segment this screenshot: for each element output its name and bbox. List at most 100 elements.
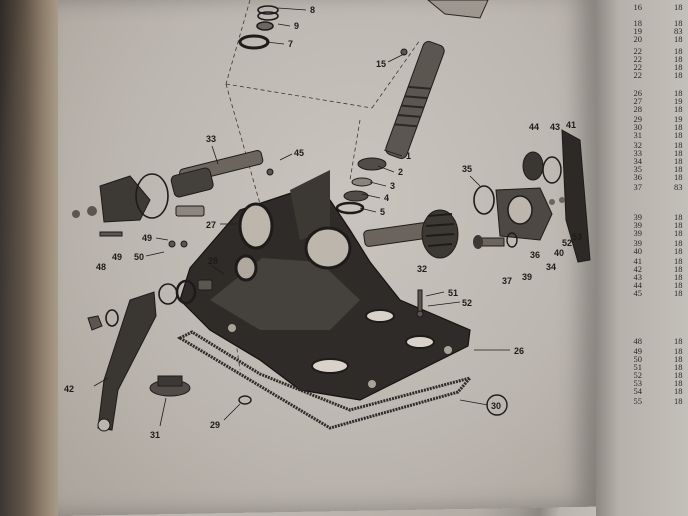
reference-part-prefix: 18 [674,220,683,230]
leader-lines [93,7,510,427]
reference-part-prefix: 18 [674,272,683,282]
reference-row: 22 18 [598,46,688,56]
reference-part-prefix: 18 [674,256,683,266]
reference-row: 49 18 [598,346,688,356]
callout-36: 36 [530,250,540,260]
reference-row: 27 19 [598,96,688,106]
filler-plug [149,375,252,405]
reference-part-prefix: 18 [674,104,683,114]
reference-number: 49 [633,346,643,356]
reference-row: 34 18 [598,156,688,166]
callout-labels: 8 9 7 15 1 2 3 4 5 33 45 35 44 43 41 27 … [64,5,582,440]
reference-part-prefix: 18 [674,336,683,346]
reference-row: 39 18 [598,238,688,248]
reference-number: 50 [633,354,643,364]
reference-row: 48 18 [598,336,688,346]
callout-7: 7 [288,39,293,49]
reference-part-prefix: 18 [674,148,683,158]
reference-part-prefix: 18 [674,386,683,396]
reference-number: 19 [633,26,643,36]
reference-number: 39 [633,238,643,248]
reference-part-prefix: 18 [674,264,683,274]
reference-part-prefix: 18 [674,172,683,182]
callout-32: 32 [417,264,427,274]
reference-part-prefix: 18 [674,396,683,406]
reference-number: 39 [633,220,643,230]
side-cover-assembly [473,129,591,263]
reference-number: 54 [633,386,643,396]
reference-part-prefix: 18 [674,156,683,166]
reference-part-prefix: 83 [674,26,683,36]
callout-37: 37 [502,276,512,286]
callout-44: 44 [529,122,539,132]
reference-part-prefix: 18 [674,34,683,44]
callout-9: 9 [294,21,299,31]
reference-part-prefix: 18 [674,164,683,174]
callout-28: 28 [208,256,218,266]
reference-part-prefix: 18 [674,2,683,12]
reference-number: 51 [633,362,643,372]
callout-29: 29 [210,420,220,430]
reference-part-prefix: 18 [674,46,683,56]
reference-part-prefix: 18 [674,54,683,64]
reference-part-prefix: 19 [674,96,683,106]
reference-part-prefix: 18 [674,130,683,140]
reference-number: 27 [633,96,643,106]
callout-53: 53 [572,232,582,242]
callout-1: 1 [406,151,411,161]
reference-part-prefix: 18 [674,18,683,28]
reference-part-prefix: 18 [674,212,683,222]
exploded-parts-diagram: 8 9 7 15 1 2 3 4 5 33 45 35 44 43 41 27 … [64,0,591,440]
callout-51: 51 [448,288,458,298]
reference-number: 40 [633,246,643,256]
reference-row: 40 18 [598,246,688,256]
reference-number: 26 [633,88,643,98]
reference-number: 22 [633,70,643,80]
callout-2: 2 [398,167,403,177]
reference-part-prefix: 18 [674,70,683,80]
reference-number: 30 [633,122,643,132]
callout-31: 31 [150,430,160,440]
callout-35: 35 [462,164,472,174]
reference-row: 39 18 [598,212,688,222]
input-shaft [170,150,264,217]
reference-number: 48 [633,336,643,346]
ring-stack-top [238,5,279,50]
callout-27: 27 [206,220,216,230]
reference-number: 52 [633,370,643,380]
callout-39: 39 [522,272,532,282]
callout-52b: 52 [462,298,472,308]
reference-number: 18 [633,18,643,28]
worm-shaft [385,41,445,159]
reference-part-prefix: 18 [674,346,683,356]
reference-part-prefix: 18 [674,246,683,256]
callout-34: 34 [546,262,556,272]
reference-number: 34 [633,156,643,166]
callout-3: 3 [390,181,395,191]
reference-number: 22 [633,46,643,56]
reference-number: 39 [633,212,643,222]
callout-33: 33 [206,134,216,144]
reference-number: 53 [633,378,643,388]
callout-8: 8 [310,5,315,15]
reference-part-prefix: 18 [674,238,683,248]
sector-shaft [363,209,459,259]
callout-43: 43 [550,122,560,132]
callout-40: 40 [554,248,564,258]
reference-number: 28 [633,104,643,114]
bolt-37 [473,232,518,249]
